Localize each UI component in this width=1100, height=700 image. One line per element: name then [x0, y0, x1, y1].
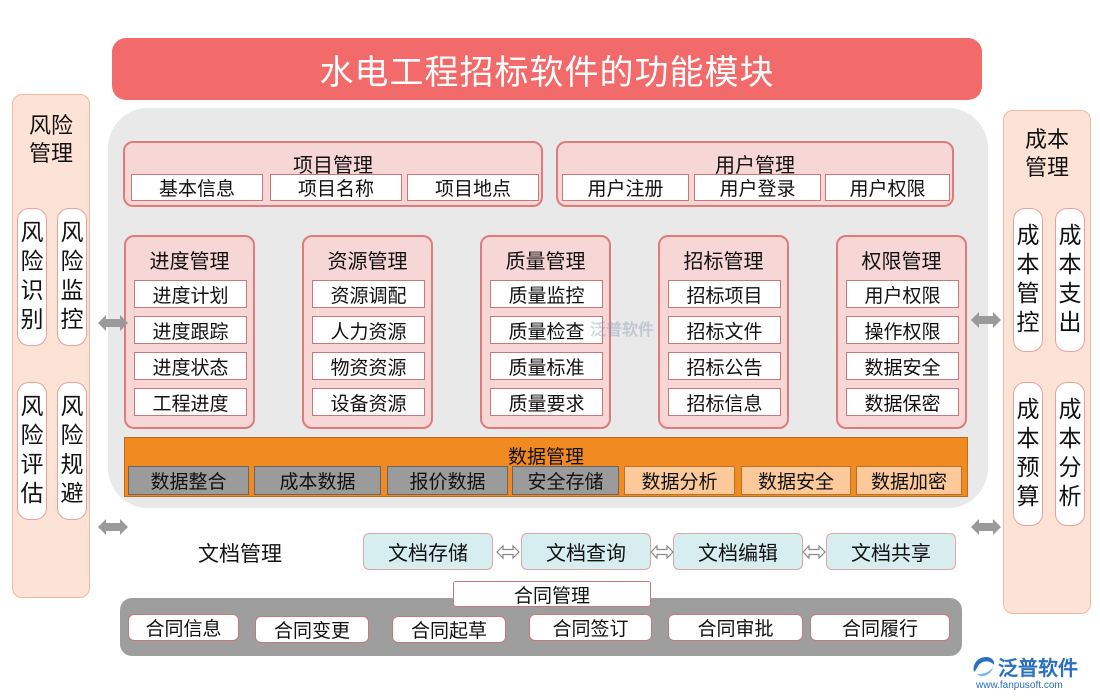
doc-item: 文档编辑 [673, 533, 803, 570]
module-item: 设备资源 [312, 388, 425, 416]
data-item: 数据安全 [741, 466, 851, 495]
module-item: 用户权限 [846, 280, 959, 308]
cost-item: 成本支出 [1055, 208, 1085, 352]
module-item: 物资资源 [312, 352, 425, 380]
risk-management-panel: 风险 管理 [12, 94, 90, 598]
cost-item: 成本预算 [1013, 382, 1043, 526]
module-item: 进度计划 [134, 280, 247, 308]
project-item: 项目名称 [270, 174, 402, 201]
fanpu-logo: 泛普软件 www.fanpusoft.com [968, 650, 1096, 696]
document-management-title: 文档管理 [198, 542, 282, 566]
fanpu-logo-icon [973, 657, 995, 677]
module-item: 进度状态 [134, 352, 247, 380]
contract-item: 合同变更 [255, 616, 369, 643]
module-item: 操作权限 [846, 316, 959, 344]
risk-item: 风险评估 [17, 382, 47, 520]
double-arrow-icon [98, 519, 128, 535]
module-item: 招标项目 [668, 280, 781, 308]
contract-item: 合同审批 [668, 614, 803, 641]
data-management-title: 数据管理 [507, 446, 584, 468]
project-item: 基本信息 [131, 174, 263, 201]
module-item: 进度跟踪 [134, 316, 247, 344]
data-item: 数据加密 [856, 466, 962, 495]
doc-item: 文档共享 [826, 533, 956, 570]
risk-item: 风险识别 [17, 208, 47, 346]
data-item: 数据分析 [624, 466, 735, 495]
data-item: 安全存储 [512, 466, 619, 495]
cost-management-panel: 成本 管理 [1003, 110, 1091, 614]
project-management-title: 项目管理 [293, 153, 373, 177]
contract-item: 合同信息 [128, 614, 239, 641]
project-item: 项目地点 [407, 174, 539, 201]
module-item: 质量标准 [490, 352, 603, 380]
cost-item: 成本管控 [1013, 208, 1043, 352]
user-management-title: 用户管理 [715, 153, 795, 177]
cost-title: 成本 管理 [1024, 128, 1069, 181]
module-item: 工程进度 [134, 388, 247, 416]
module-title: 质量管理 [505, 249, 586, 273]
user-item: 用户登录 [694, 174, 821, 201]
double-arrow-icon [971, 519, 1001, 535]
module-item: 招标公告 [668, 352, 781, 380]
double-arrow-icon [496, 544, 520, 560]
page-title: 水电工程招标软件的功能模块 [112, 38, 982, 100]
contract-item: 合同签订 [529, 614, 652, 641]
user-item: 用户注册 [562, 174, 689, 201]
risk-title: 风险 管理 [28, 114, 73, 167]
data-item: 数据整合 [128, 466, 249, 495]
cost-item: 成本分析 [1055, 382, 1085, 526]
contract-item: 合同履行 [810, 614, 950, 641]
user-item: 用户权限 [825, 174, 950, 201]
module-item: 质量要求 [490, 388, 603, 416]
module-item: 人力资源 [312, 316, 425, 344]
data-item: 成本数据 [254, 466, 381, 495]
contract-management-title: 合同管理 [453, 581, 651, 607]
doc-item: 文档存储 [363, 533, 493, 570]
contract-item: 合同起草 [392, 616, 506, 643]
logo-url: www.fanpusoft.com [976, 680, 1063, 691]
risk-item: 风险规避 [57, 382, 87, 520]
double-arrow-icon [802, 544, 826, 560]
module-item: 招标文件 [668, 316, 781, 344]
module-title: 权限管理 [861, 249, 942, 273]
module-item: 数据安全 [846, 352, 959, 380]
double-arrow-icon [971, 312, 1001, 328]
module-title: 招标管理 [683, 249, 764, 273]
module-item: 质量监控 [490, 280, 603, 308]
data-item: 报价数据 [387, 466, 508, 495]
module-item: 数据保密 [846, 388, 959, 416]
risk-item: 风险监控 [57, 208, 87, 346]
module-title: 进度管理 [149, 249, 230, 273]
module-item: 质量检查 [490, 316, 603, 344]
module-item: 资源调配 [312, 280, 425, 308]
doc-item: 文档查询 [521, 533, 651, 570]
logo-name: 泛普软件 [998, 658, 1078, 680]
watermark: 泛普软件 [590, 322, 655, 339]
module-title: 资源管理 [327, 249, 408, 273]
double-arrow-icon [98, 315, 128, 331]
double-arrow-icon [650, 544, 674, 560]
module-item: 招标信息 [668, 388, 781, 416]
